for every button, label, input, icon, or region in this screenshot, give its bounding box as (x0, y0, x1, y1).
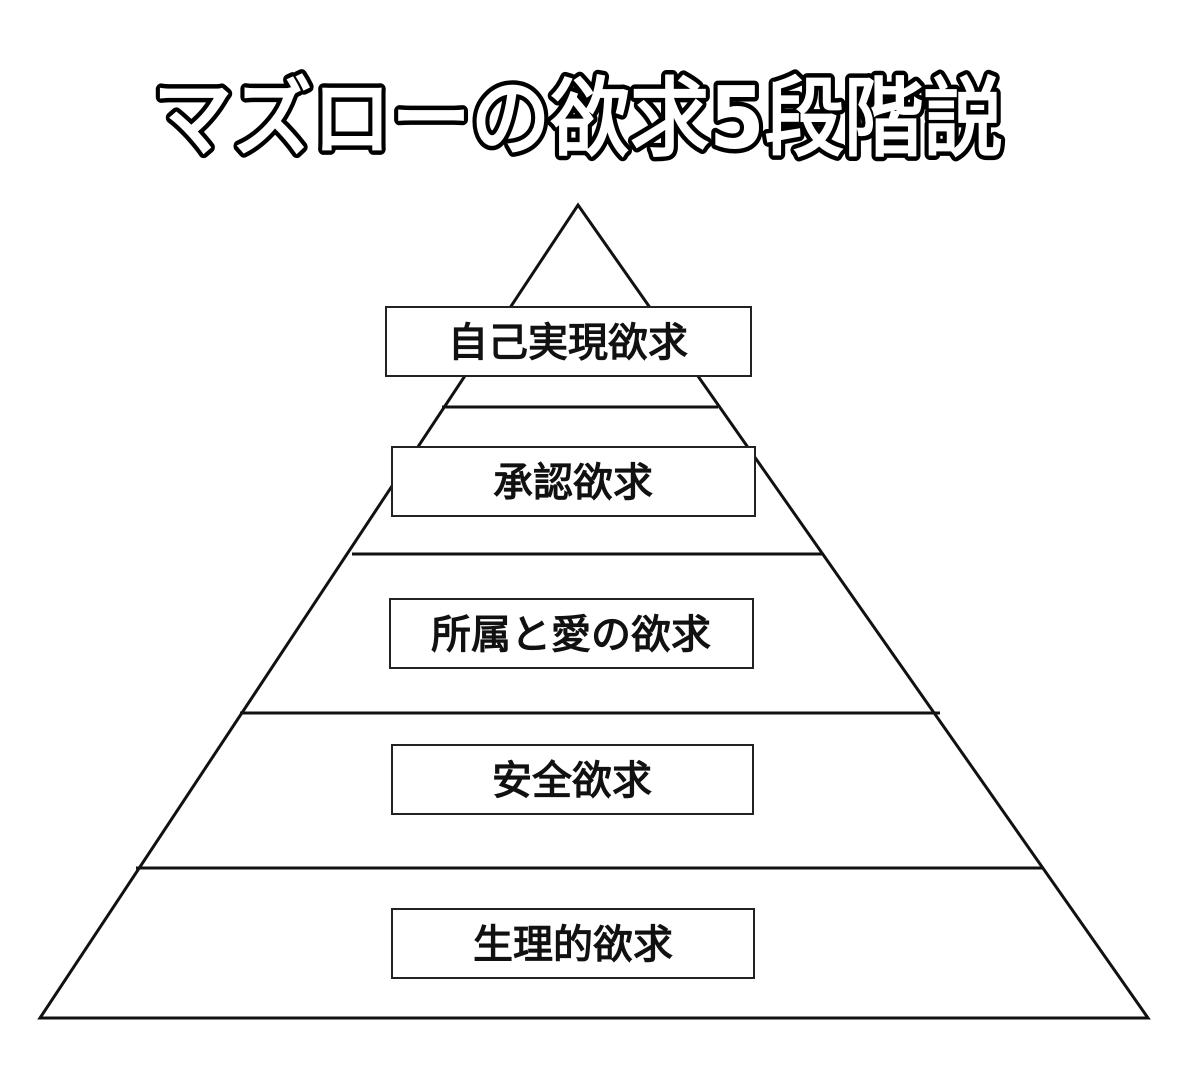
tier-box (391, 446, 756, 517)
tier-box (391, 908, 755, 979)
tier-label: 承認欲求 (493, 460, 653, 506)
diagram-title: マズローの欲求5段階説 (153, 69, 1003, 169)
tier-safety: 安全欲求 (391, 744, 754, 815)
tier-box (389, 598, 754, 669)
tier-self-actualization: 自己実現欲求 (385, 306, 752, 377)
tier-box (385, 306, 752, 377)
tier-label: 所属と愛の欲求 (431, 612, 711, 658)
pyramid-outline (37, 202, 1151, 1020)
tier-love-belonging: 所属と愛の欲求 (389, 598, 754, 669)
tier-label: 安全欲求 (492, 758, 652, 804)
tier-label: 生理的欲求 (473, 922, 673, 968)
tier-esteem: 承認欲求 (391, 446, 756, 517)
tier-box (391, 744, 754, 815)
tier-physiological: 生理的欲求 (391, 908, 755, 979)
tier-label: 自己実現欲求 (448, 320, 688, 366)
